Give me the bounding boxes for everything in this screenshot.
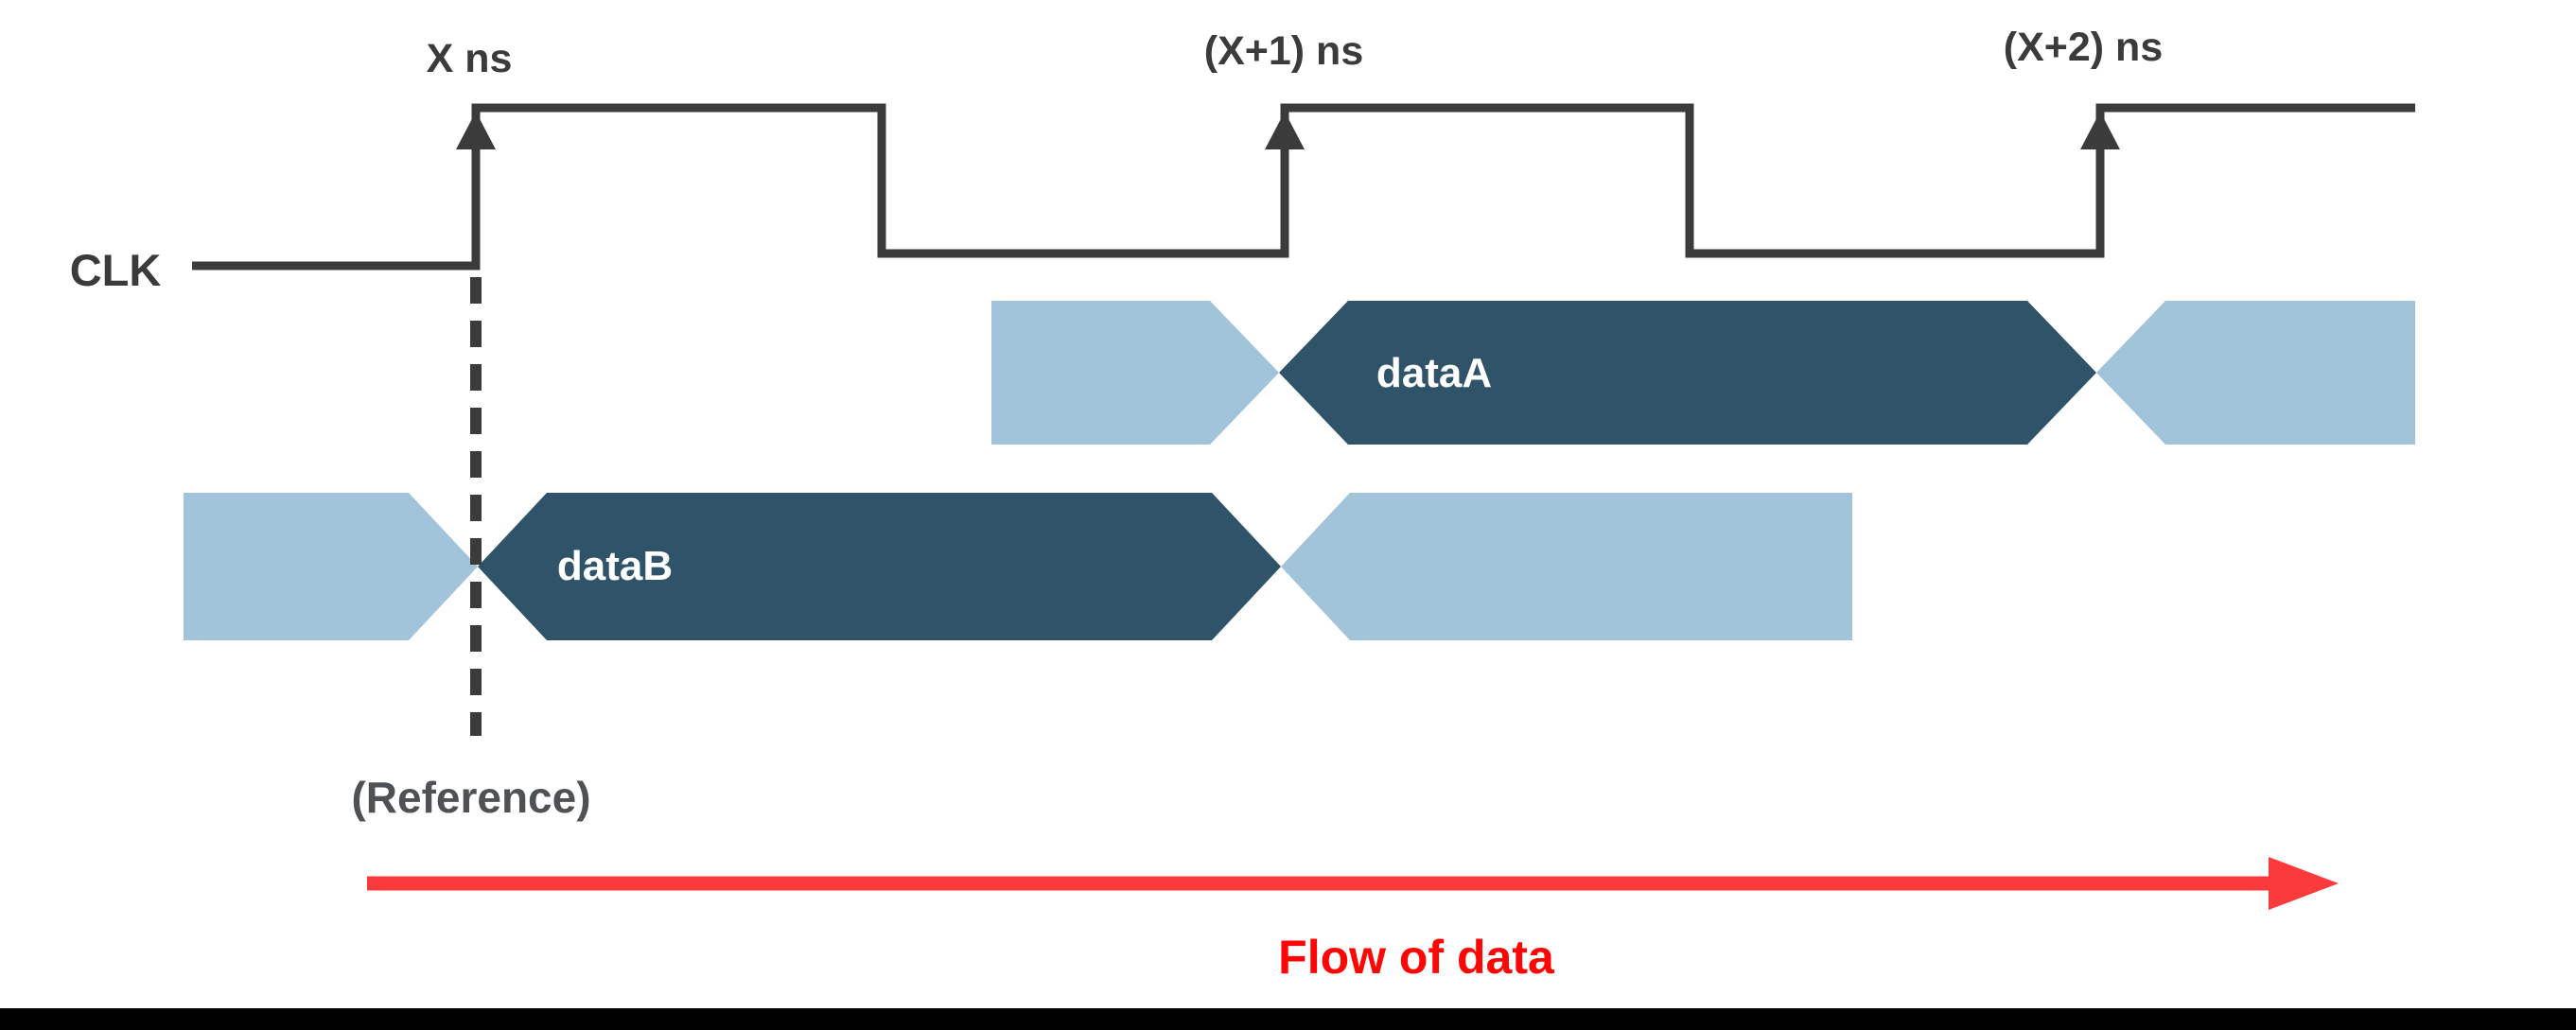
dataA-unknown-segment-right (2096, 301, 2415, 445)
reference-annotation: (Reference) (351, 773, 591, 822)
rising-edge-arrowhead-1 (456, 112, 496, 149)
clk-waveform (192, 103, 2415, 271)
dataA-bus-label: dataA (1376, 350, 1493, 396)
dataB-valid-segment (478, 493, 1281, 640)
dataA-unknown-segment-left (991, 301, 1279, 445)
bottom-black-bar (0, 1008, 2576, 1030)
clock-edge-time-label-1: X ns (426, 36, 513, 81)
rising-edge-arrowhead-3 (2080, 112, 2120, 149)
clk-signal-label: CLK (69, 245, 162, 295)
dataB-unknown-segment-left (184, 493, 478, 640)
dataA-valid-segment (1279, 301, 2096, 445)
rising-edge-arrowhead-2 (1265, 112, 1305, 149)
clock-edge-time-label-3: (X+2) ns (2003, 25, 2164, 70)
dataB-unknown-segment-right (1281, 493, 1852, 640)
dataB-bus-label: dataB (556, 543, 674, 589)
flow-of-data-caption: Flow of data (1278, 931, 1554, 984)
clock-edge-time-label-2: (X+1) ns (1203, 28, 1364, 74)
flow-arrowhead (2269, 857, 2339, 910)
